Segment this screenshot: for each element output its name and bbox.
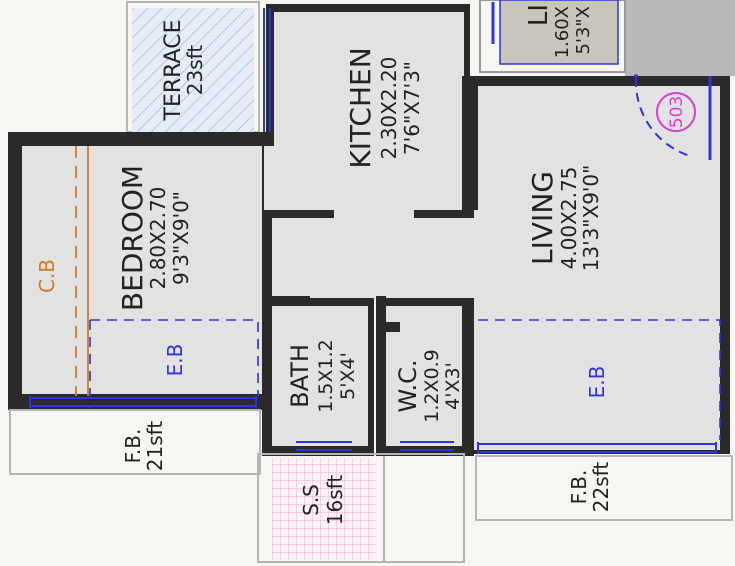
bath-imperial: 5'X4' [337, 352, 359, 400]
ss-label: S.S 16sft [299, 475, 347, 526]
lift-metric: 1.60X [552, 6, 573, 58]
wc-name: W.C. [394, 360, 422, 413]
kitchen-zone [266, 4, 470, 220]
kitchen-name: KITCHEN [344, 47, 377, 168]
bath-metric: 1.5X1.2 [315, 339, 337, 412]
eb-bedroom-label: E.B [163, 344, 187, 377]
ss-name: S.S [299, 484, 323, 516]
fb-right-label: F.B. 22sft [567, 462, 613, 513]
living-imperial: 13'3"X9'0" [579, 165, 603, 272]
bedroom-imperial: 9'3"X9'0" [169, 191, 193, 285]
bath-label: BATH 1.5X1.2 5'X4' [286, 339, 359, 412]
kitchen-label: KITCHEN 2.30X2.20 7'6"X7'3" [344, 47, 424, 168]
terrace-area: 23sft [183, 45, 207, 96]
bedroom-zone [8, 132, 274, 410]
entrance-door [634, 74, 712, 160]
wc-metric: 1.2X0.9 [421, 349, 443, 422]
fb-left-zone [9, 409, 261, 475]
ss-zone [257, 453, 465, 563]
lift-name: LI [524, 4, 554, 26]
terrace-name: TERRACE [161, 20, 186, 122]
living-metric: 4.00X2.75 [557, 167, 581, 270]
windows [29, 8, 717, 454]
duct-area [625, 0, 735, 76]
fb-right-zone [475, 455, 733, 521]
living-label: LIVING 4.00X2.75 13'3"X9'0" [526, 165, 603, 272]
ss-area: 16sft [323, 475, 347, 526]
living-zone [462, 76, 730, 454]
living-name: LIVING [526, 171, 559, 265]
passage-floor [272, 218, 472, 300]
fb-left-area: 21sft [143, 421, 167, 472]
cupboard-lines [75, 146, 89, 396]
kitchen-metric: 2.30X2.20 [377, 57, 401, 160]
fb-left-label: F.B. 21sft [121, 421, 167, 472]
flat-number-text: 503 [667, 96, 687, 128]
eb-boundaries [89, 319, 721, 440]
fb-left-name: F.B. [121, 429, 145, 464]
terrace-label: TERRACE 23sft [161, 20, 207, 122]
fb-right-area: 22sft [589, 462, 613, 513]
kitchen-imperial: 7'6"X7'3" [400, 61, 424, 155]
lift-imperial: 5'3"X [573, 6, 594, 54]
bath-name: BATH [286, 344, 314, 408]
lift-label: LI 1.60X 5'3"X [524, 4, 594, 58]
wc-label: W.C. 1.2X0.9 4'X3' [394, 349, 464, 422]
terrace-zone [126, 1, 260, 133]
bath-zone [262, 298, 374, 456]
cupboard-label: C.B [35, 259, 59, 293]
fb-right-name: F.B. [567, 470, 591, 505]
eb-living-label: E.B [585, 366, 609, 399]
lift-zone [479, 0, 626, 73]
bedroom-label: BEDROOM 2.80X2.70 9'3"X9'0" [116, 165, 193, 311]
bedroom-metric: 2.80X2.70 [146, 187, 170, 290]
wc-imperial: 4'X3' [442, 362, 464, 410]
bedroom-name: BEDROOM [116, 165, 149, 311]
flat-number-tag: 503 [656, 92, 696, 132]
